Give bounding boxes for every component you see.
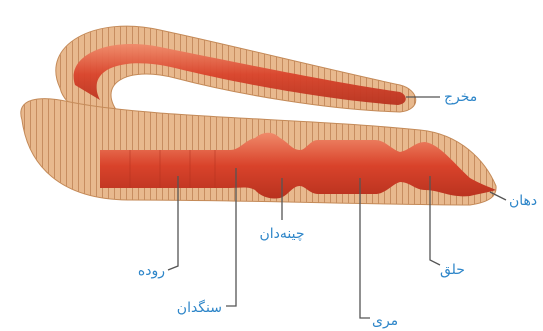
label-intestine: روده: [138, 263, 165, 279]
label-esophagus: مری: [372, 313, 398, 329]
label-anus: مخرج: [444, 89, 477, 105]
label-gizzard: سنگدان: [177, 299, 222, 316]
label-mouth: دهان: [509, 193, 537, 209]
label-crop: چینه‌دان: [259, 226, 304, 242]
label-pharynx: حلق: [440, 262, 465, 278]
